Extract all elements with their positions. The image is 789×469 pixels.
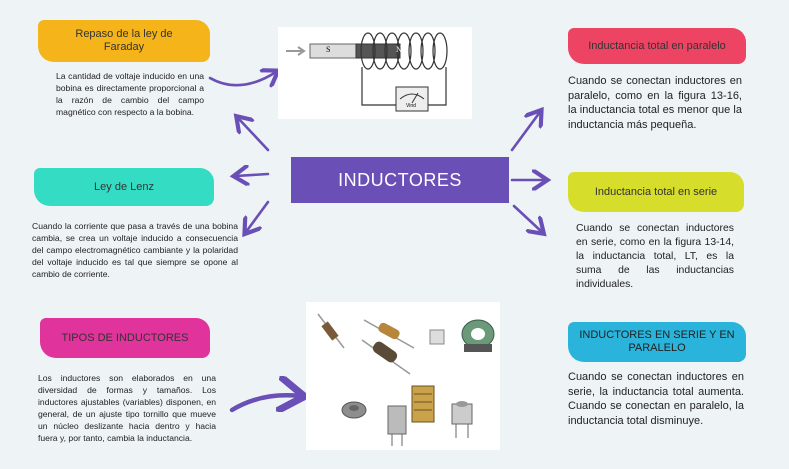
lenz-title: Ley de Lenz — [94, 180, 154, 193]
lenz-text: Cuando la corriente que pasa a través de… — [32, 221, 238, 279]
arrow-to-lenz — [236, 174, 270, 176]
arrow-to-tipos — [246, 200, 270, 232]
tipos-text: Los inductores son elaborados en una div… — [38, 373, 216, 443]
serie-text: Cuando se conectan inductores en serie, … — [576, 223, 734, 290]
arrow-faraday-to-figure — [208, 72, 276, 85]
serie-paralelo-title-label: INDUCTORES EN SERIE Y EN PARALELO — [568, 322, 746, 362]
magnet-north-label: N — [396, 45, 402, 54]
tipos-title: TIPOS DE INDUCTORES — [61, 331, 189, 344]
inductor-types-figure — [306, 302, 500, 450]
paralelo-text: Cuando se conectan inductores en paralel… — [568, 75, 742, 131]
inductor-components-illustration — [317, 313, 495, 446]
serie-title-label: Inductancia total en serie — [568, 172, 744, 212]
arrow-to-paralelo — [510, 112, 540, 152]
faraday-title-label: Repaso de la ley de Faraday — [38, 20, 210, 62]
tipos-title-label: TIPOS DE INDUCTORES — [40, 318, 210, 358]
faraday-text: La cantidad de voltaje inducido en una b… — [56, 71, 204, 117]
paralelo-title: Inductancia total en paralelo — [588, 39, 726, 52]
serie-title: Inductancia total en serie — [594, 185, 718, 198]
serie-paralelo-text: Cuando se conectan inductores en serie, … — [568, 371, 744, 427]
paralelo-title-label: Inductancia total en paralelo — [568, 28, 746, 64]
faraday-title: Repaso de la ley de Faraday — [75, 28, 173, 53]
arrow-tipos-to-figure — [229, 395, 300, 410]
arrow-to-serie-paralelo — [512, 204, 542, 232]
coil-magnet-diagram — [286, 32, 448, 112]
arrow-to-faraday-text — [238, 118, 270, 152]
serie-paralelo-title: INDUCTORES EN SERIE Y EN PARALELO — [579, 329, 735, 354]
faraday-figure: S N Vind — [278, 27, 472, 119]
lenz-title-label: Ley de Lenz — [34, 168, 214, 206]
meter-label: Vind — [406, 103, 416, 109]
central-topic: INDUCTORES — [291, 157, 509, 203]
magnet-south-label: S — [326, 45, 331, 54]
